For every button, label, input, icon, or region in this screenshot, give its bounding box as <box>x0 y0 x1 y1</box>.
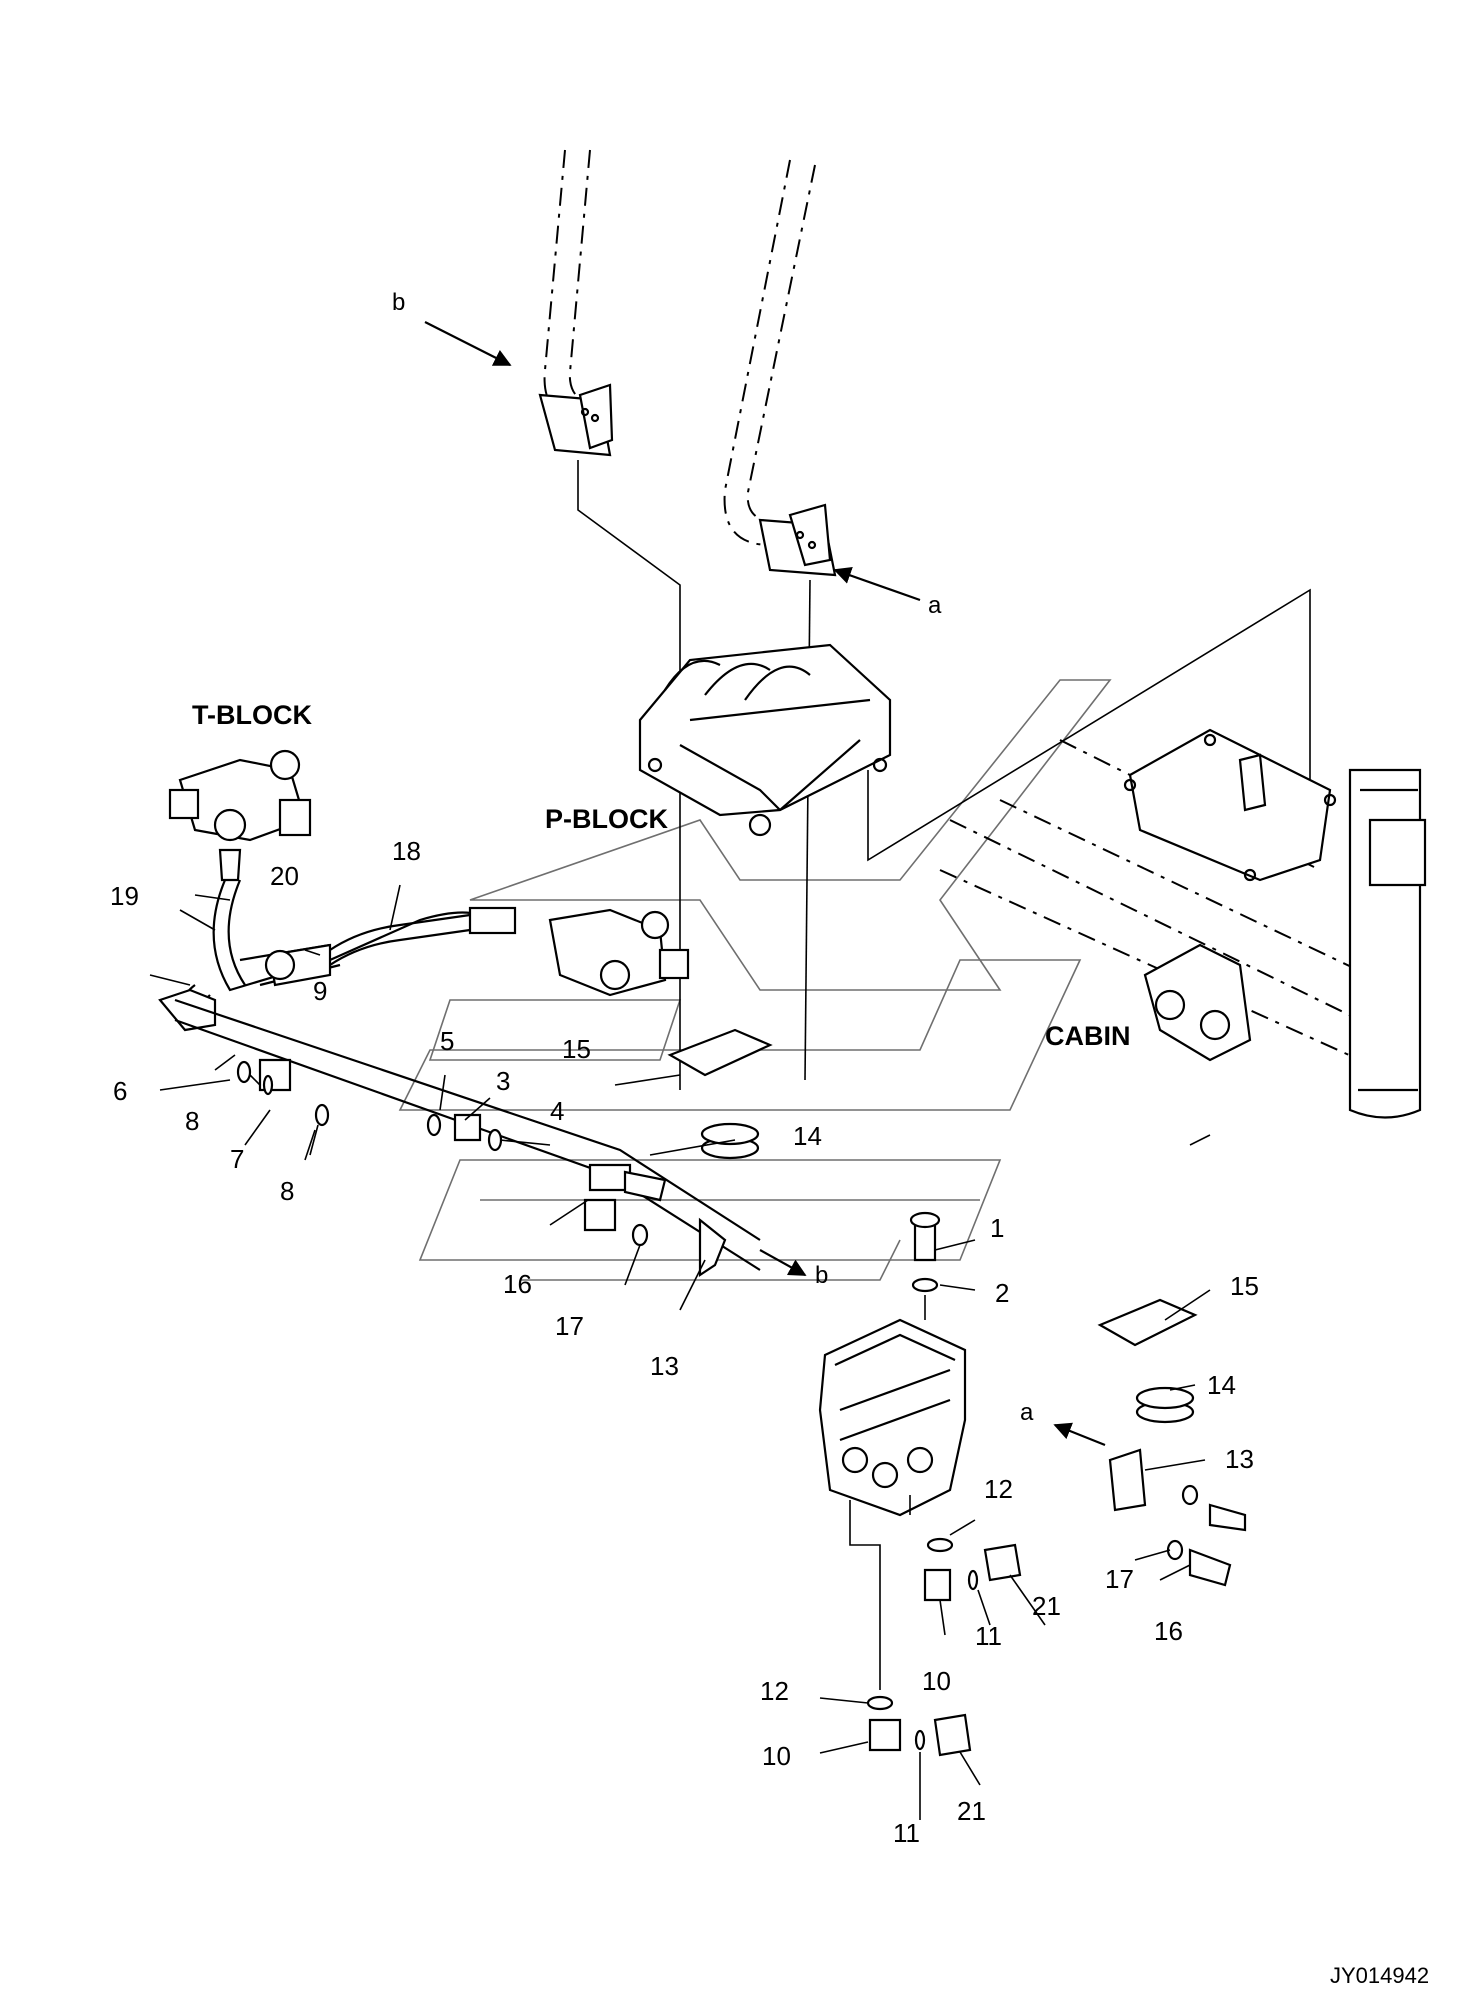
cabin-structure <box>939 728 1427 1119</box>
view-ref-a: a <box>1020 1399 1034 1426</box>
drawing-code: JY014942 <box>1330 1963 1429 1988</box>
callout-number: 6 <box>113 1076 127 1106</box>
callout-number: 17 <box>1105 1564 1134 1594</box>
watermark-logo <box>398 679 1112 1281</box>
callout-number: 13 <box>650 1351 679 1381</box>
callout-number: 5 <box>440 1026 454 1056</box>
callout-number: 15 <box>1230 1271 1259 1301</box>
callout-number: 8 <box>280 1176 294 1206</box>
callout-number: 1 <box>990 1213 1004 1243</box>
arrow-icon <box>833 566 921 602</box>
callout-number: 18 <box>392 836 421 866</box>
callout-number: 12 <box>760 1676 789 1706</box>
callout-number: 16 <box>503 1269 532 1299</box>
view-ref-a: a <box>928 592 942 619</box>
arrow-icon <box>1053 1422 1106 1447</box>
valve-assembly <box>583 1028 1247 1757</box>
callout-number: 15 <box>562 1034 591 1064</box>
callout-number: 21 <box>1032 1591 1061 1621</box>
arrow-icon <box>759 1249 807 1276</box>
fittings-left <box>236 1058 503 1152</box>
callout-number: 14 <box>1207 1370 1236 1400</box>
view-arrows <box>424 321 1106 1447</box>
callout-number: 2 <box>995 1278 1009 1308</box>
callout-number: 7 <box>230 1144 244 1174</box>
callout-number: 4 <box>550 1096 564 1126</box>
callout-number: 11 <box>975 1621 1002 1651</box>
callout-number: 20 <box>270 861 299 891</box>
view-ref-b: b <box>815 1262 828 1289</box>
view-ref-b: b <box>392 289 405 316</box>
callout-number: 14 <box>793 1121 822 1151</box>
callout-number: 16 <box>1154 1616 1183 1646</box>
callout-number: 10 <box>762 1741 791 1771</box>
callout-number: 8 <box>185 1106 199 1136</box>
callout-number: 21 <box>957 1796 986 1826</box>
t-block-label: T-BLOCK <box>192 700 312 730</box>
callout-number: 10 <box>922 1666 951 1696</box>
callout-number: 9 <box>313 976 327 1006</box>
leader-lines <box>149 884 1211 1820</box>
callout-number: 19 <box>110 881 139 911</box>
arrow-icon <box>424 321 512 366</box>
cabin-label: CABIN <box>1045 1021 1131 1051</box>
callout-number: 11 <box>893 1818 920 1848</box>
p-block-label: P-BLOCK <box>545 804 668 834</box>
callout-number: 3 <box>496 1066 510 1096</box>
callout-number: 17 <box>555 1311 584 1341</box>
callout-number: 13 <box>1225 1444 1254 1474</box>
p-block-assembly <box>638 588 1311 862</box>
callout-number: 12 <box>984 1474 1013 1504</box>
t-block-assembly <box>158 749 761 1271</box>
